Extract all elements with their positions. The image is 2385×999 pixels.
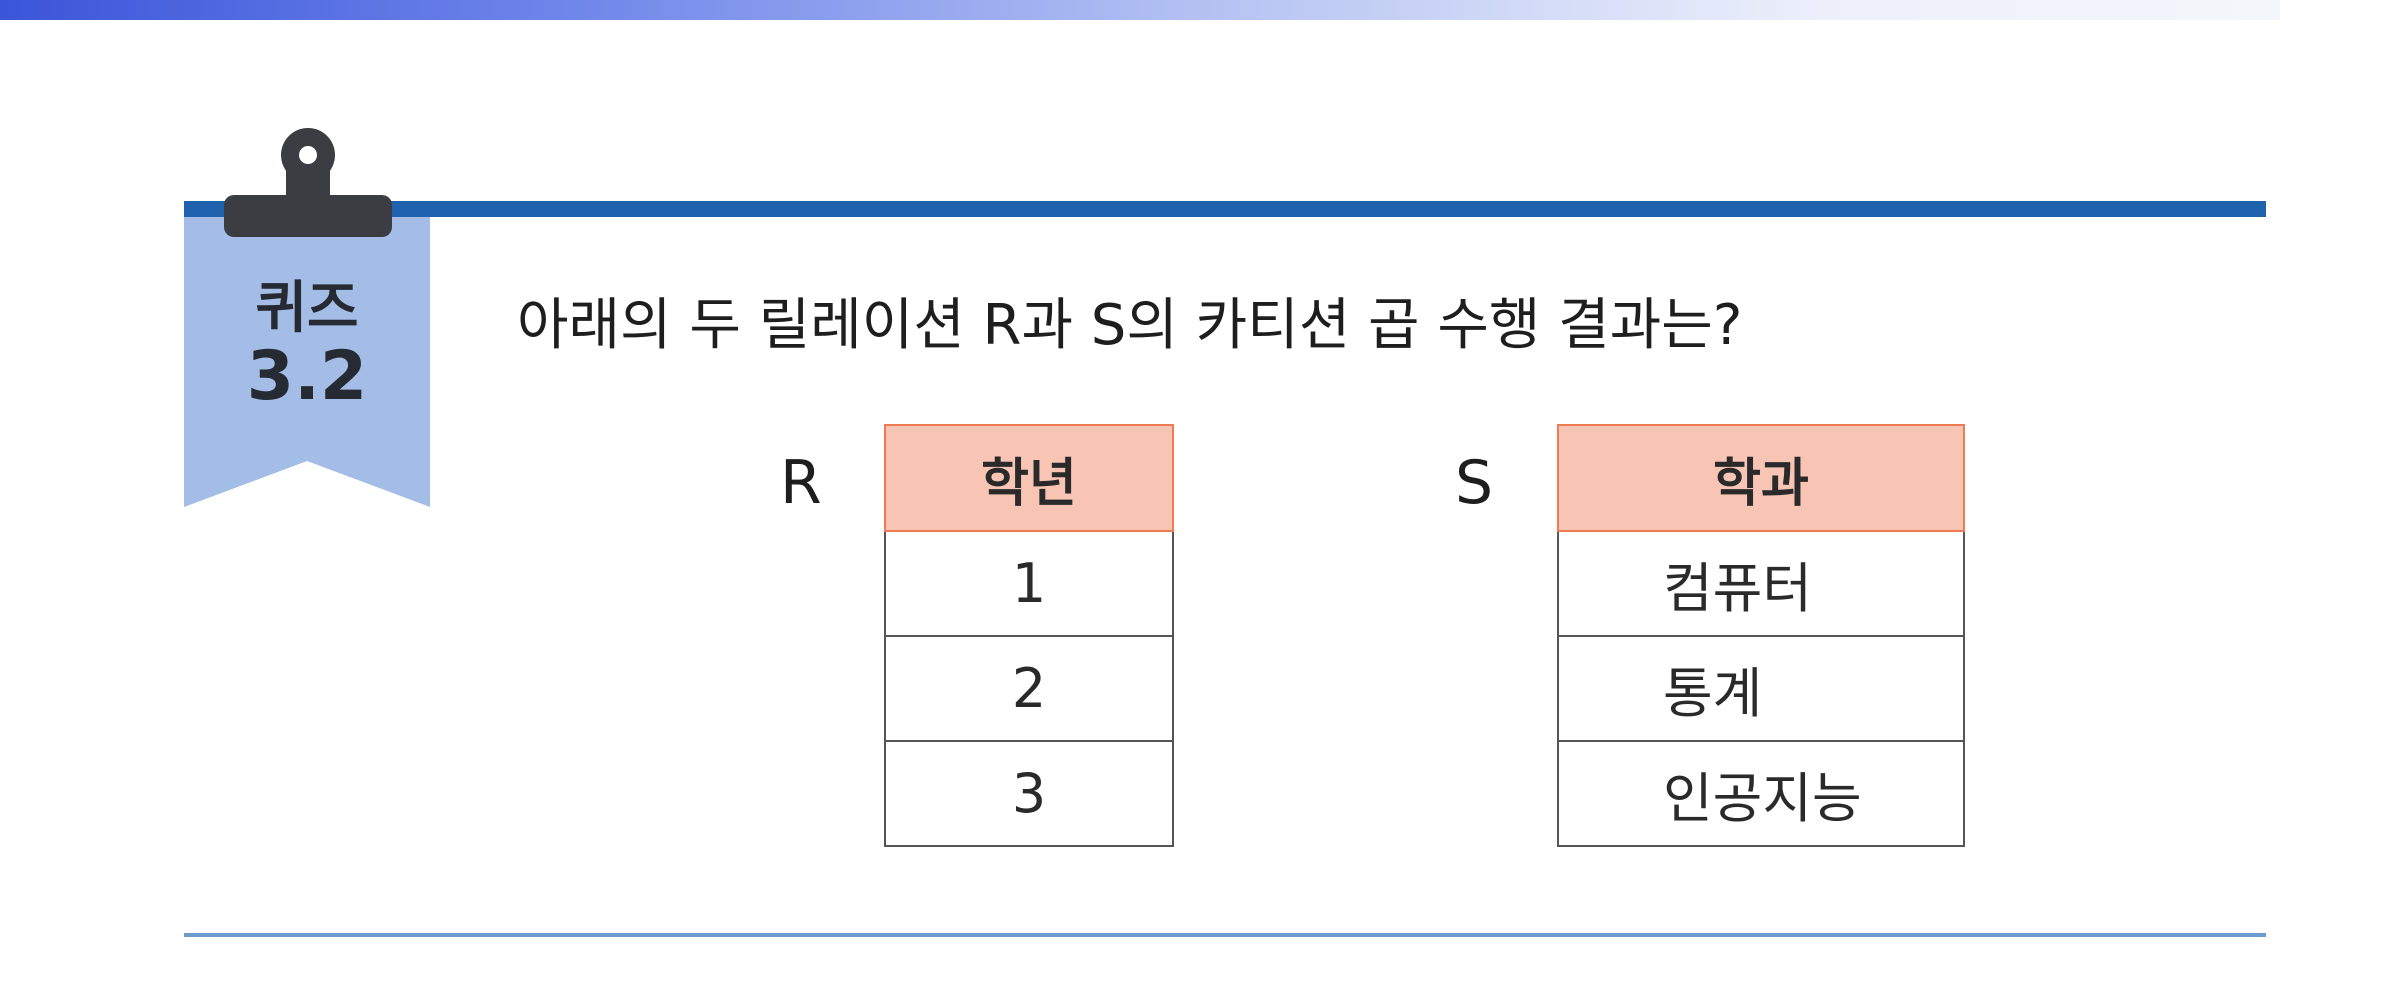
table-cell: 3 <box>884 740 1174 847</box>
quiz-number: 3.2 <box>246 336 368 416</box>
relation-s-table: 학과 컴퓨터 통계 인공지능 <box>1557 424 1965 847</box>
table-cell: 1 <box>884 530 1174 637</box>
relation-s-name: S <box>1455 448 1494 518</box>
table-cell: 인공지능 <box>1557 740 1965 847</box>
table-row: 인공지능 <box>1557 740 1965 847</box>
top-gradient-bar <box>0 0 2280 20</box>
quiz-ribbon <box>184 215 430 507</box>
relation-r-name: R <box>780 448 822 518</box>
table-row: 컴퓨터 <box>1557 530 1965 637</box>
relation-r-table: 학년 1 2 3 <box>884 424 1174 847</box>
table-row: 1 <box>884 530 1174 637</box>
table-row: 2 <box>884 635 1174 742</box>
binder-clip-icon <box>224 125 392 237</box>
quiz-word: 퀴즈 <box>255 276 359 341</box>
table-cell: 컴퓨터 <box>1557 530 1965 637</box>
quiz-label: 퀴즈 3.2 <box>184 278 430 414</box>
table-cell: 2 <box>884 635 1174 742</box>
table-row: 통계 <box>1557 635 1965 742</box>
table-cell: 통계 <box>1557 635 1965 742</box>
question-text: 아래의 두 릴레이션 R과 S의 카티션 곱 수행 결과는? <box>517 293 1743 358</box>
bottom-rule <box>184 933 2266 937</box>
relation-s-header: 학과 <box>1557 424 1965 532</box>
top-rule <box>184 201 2266 217</box>
table-row: 3 <box>884 740 1174 847</box>
relation-r-header: 학년 <box>884 424 1174 532</box>
